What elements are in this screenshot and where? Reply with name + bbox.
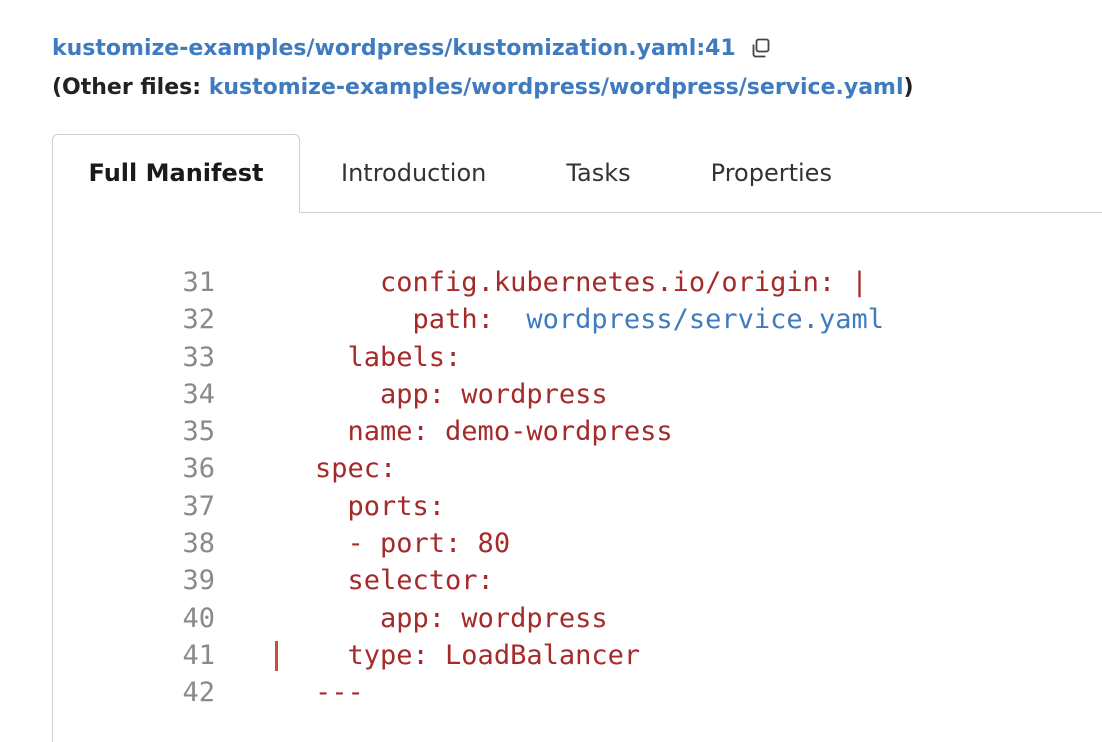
line-number: 39 [182, 565, 215, 597]
line-number: 36 [182, 453, 215, 485]
code-content: --- [315, 674, 364, 711]
tab-full-manifest[interactable]: Full Manifest [52, 134, 300, 213]
manifest-panel: 31 config.kubernetes.io/origin: | 32 path… [52, 212, 1102, 742]
file-title-row: kustomize-examples/wordpress/kustomizati… [52, 30, 1092, 66]
line-number: 41 [182, 639, 215, 671]
copy-icon[interactable] [750, 37, 772, 59]
code-content: app: wordpress [315, 600, 608, 637]
code-indent [315, 603, 380, 634]
line-number: 35 [182, 416, 215, 448]
code-indent [315, 640, 348, 671]
code-text: - port: 80 [347, 528, 511, 560]
other-files-link[interactable]: kustomize-examples/wordpress/wordpress/s… [208, 75, 904, 100]
line-number: 42 [182, 677, 215, 709]
code-indent [315, 565, 348, 596]
other-files-suffix: ) [903, 75, 914, 100]
other-files: (Other files: kustomize-examples/wordpre… [52, 70, 1092, 106]
code-text: type: LoadBalancer [347, 639, 641, 671]
code-indent [315, 528, 348, 559]
code-text: app: wordpress [380, 378, 608, 410]
code-indent [315, 416, 348, 447]
line-number: 34 [182, 378, 215, 410]
code-content: app: wordpress [315, 376, 608, 413]
code-content: selector: [315, 562, 494, 599]
code-indent [315, 491, 348, 522]
file-link[interactable]: kustomize-examples/wordpress/kustomizati… [52, 35, 736, 61]
code-text: selector: [347, 565, 494, 597]
code-text: path: [412, 304, 527, 336]
code-text: labels: [347, 341, 462, 373]
line-number: 31 [182, 267, 215, 298]
code-content: type: LoadBalancer [315, 637, 641, 674]
code-content: spec: [315, 450, 396, 487]
tabs-panel: Full Manifest Introduction Tasks Propert… [52, 134, 1102, 742]
code-content: labels: [315, 339, 462, 376]
tab-properties[interactable]: Properties [710, 159, 832, 187]
code-text: ports: [347, 490, 446, 522]
tab-tasks[interactable]: Tasks [566, 159, 631, 187]
line-number: 40 [182, 602, 215, 634]
code-content: ports: [315, 488, 446, 525]
line-marker [275, 640, 278, 671]
other-files-prefix: (Other files: [52, 75, 209, 100]
file-header: kustomize-examples/wordpress/kustomizati… [52, 30, 1092, 106]
code-value-link[interactable]: wordpress/service.yaml [526, 304, 884, 336]
code-indent [315, 342, 348, 373]
code-content: config.kubernetes.io/origin: | [315, 264, 868, 301]
code-content: path: wordpress/service.yaml [315, 301, 884, 338]
code-text: --- [315, 677, 364, 709]
line-number: 33 [182, 341, 215, 373]
tab-bar: Full Manifest Introduction Tasks Propert… [52, 134, 1102, 213]
line-number: 32 [182, 304, 215, 336]
tab-introduction[interactable]: Introduction [341, 159, 487, 187]
code-text: config.kubernetes.io/origin: | [380, 267, 868, 298]
code-text: spec: [315, 453, 397, 485]
line-number: 37 [182, 490, 215, 522]
line-number: 38 [182, 528, 215, 560]
code-text: name: demo-wordpress [347, 416, 673, 448]
code-indent [315, 379, 380, 410]
code-indent [315, 267, 380, 298]
code-content: - port: 80 [315, 525, 511, 562]
code-content: name: demo-wordpress [315, 413, 673, 450]
code-text: app: wordpress [380, 602, 608, 634]
copy-icon-svg [752, 38, 770, 58]
code-indent [315, 304, 413, 335]
